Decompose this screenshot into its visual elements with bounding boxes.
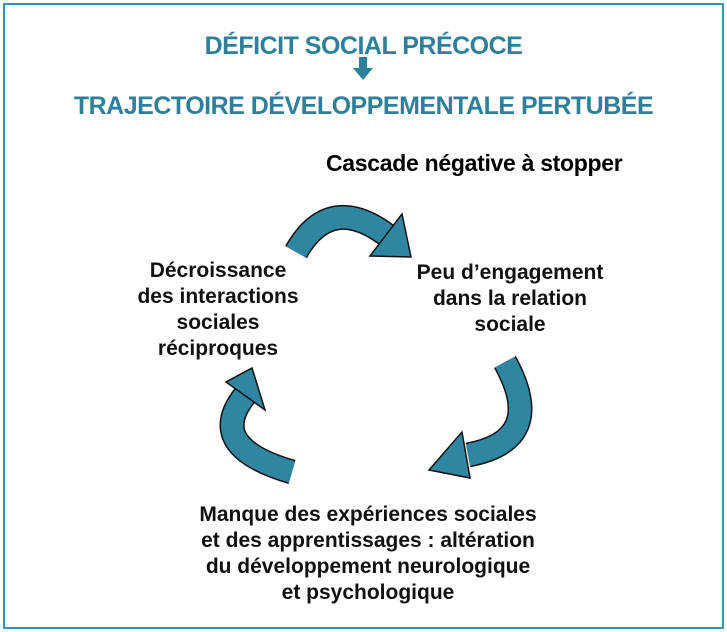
label-line: Peu d’engagement (416, 261, 604, 284)
label-line: du développement neurologique (205, 555, 531, 578)
diagram-frame (3, 3, 724, 629)
arrow-down-icon (353, 57, 373, 80)
arrow-left (219, 366, 296, 484)
label-line: Décroissance (149, 259, 287, 282)
arrow-top (285, 204, 412, 259)
label-line: et des apprentissages : altération (201, 529, 535, 552)
label-line: réciproques (157, 337, 279, 360)
label-line: dans la relation (432, 287, 588, 310)
label-line: sociale (474, 313, 546, 336)
title-deficit: DÉFICIT SOCIAL PRÉCOCE (204, 32, 523, 60)
subtitle: Cascade négative à stopper (326, 150, 623, 176)
label-line: sociales (176, 311, 260, 334)
title-trajectoire: TRAJECTOIRE DÉVELOPPEMENTALE PERTUBÉE (73, 92, 654, 120)
label-line: Manque des expériences sociales (199, 503, 537, 526)
label-line: des interactions (137, 285, 299, 308)
label-decroissance: Décroissance des interactions sociales r… (108, 258, 328, 362)
arrow-right (427, 355, 533, 479)
label-engagement: Peu d’engagement dans la relation social… (390, 260, 630, 338)
label-line: et psychologique (281, 581, 455, 604)
label-manque: Manque des expériences sociales et des a… (148, 502, 588, 606)
